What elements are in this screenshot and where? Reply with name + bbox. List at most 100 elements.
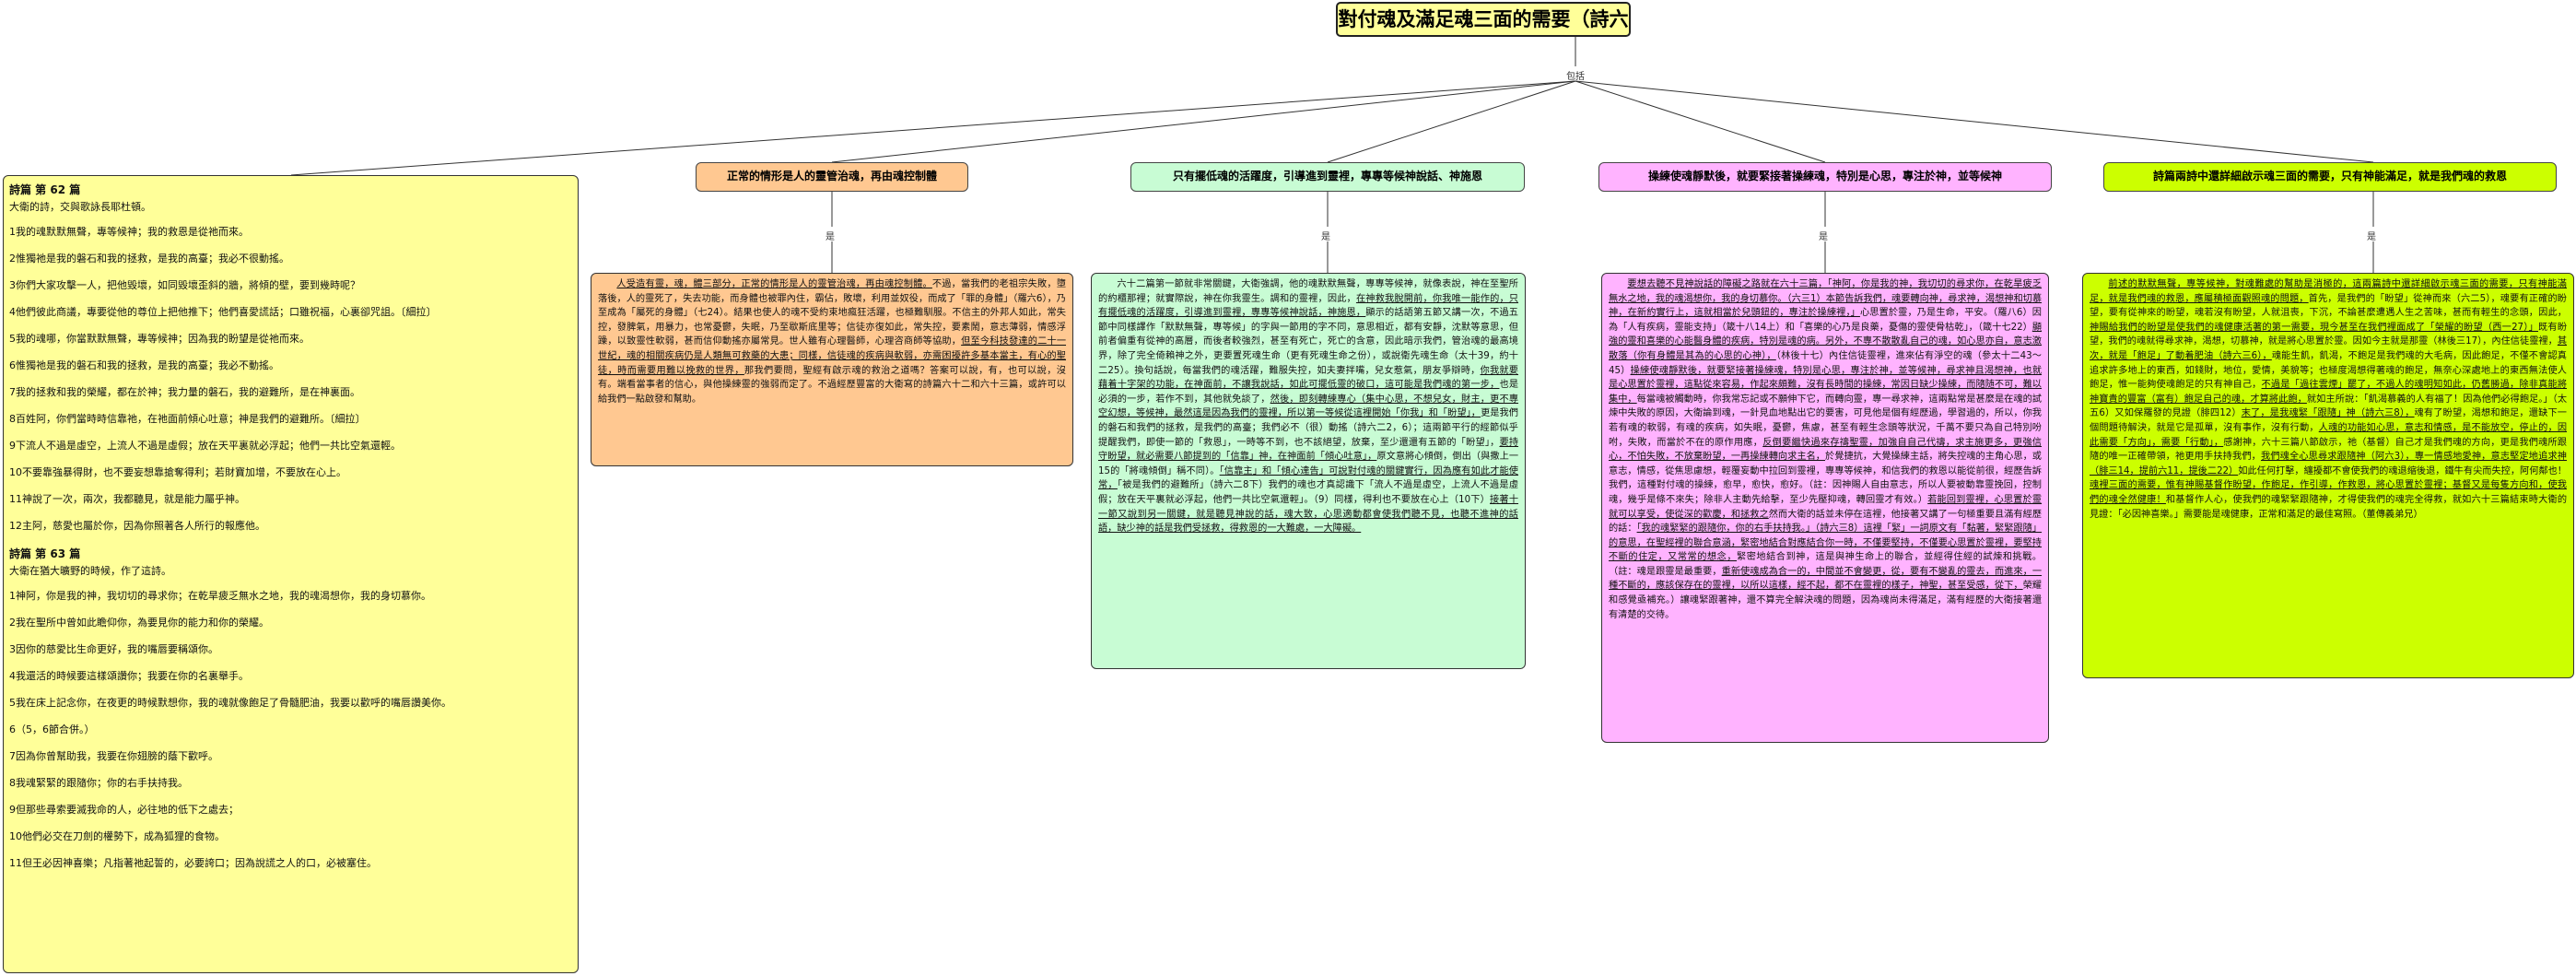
detail-segment: 那我們要問，聖經有啟示魂的救治之道嗎？答案可以說，有，也可以說，沒有。端看當事者… bbox=[598, 365, 1066, 405]
psalm-62-verses: 1我的魂默默無聲，專等候神；我的救恩是從祂而來。2惟獨祂是我的磐石和我的拯救，是… bbox=[9, 225, 572, 534]
detail-segment: 惟一能夠使魂飽足的只有神自己， bbox=[2118, 380, 2262, 391]
detail-segment: 不過，當我們的老祖宗失敗，墮落後，人的靈死了，失去功能，而身體也被罪內住，霸佔，… bbox=[598, 279, 1067, 347]
detail-segment: 於覺捷抗，大覺操練主話，將失控魂的主角心思，或意志，情感，從焦思慮想，輕覆妄動中… bbox=[1609, 452, 2042, 505]
psalm-verse: 7我的拯救和我的榮耀，都在於神；我力量的磐石，我的避難所，是在神裏面。 bbox=[9, 386, 360, 398]
detail-segment: 心思置於靈，乃是生命，平安。（羅八6）因為「人有疾病，靈能支持」（箴十八14上）… bbox=[1609, 308, 2042, 333]
detail-segment: 和基督作人心，使我們的魂緊緊跟隨神，才得使我們的魂完全得救，就如六十三篇結束時大… bbox=[2090, 494, 2568, 520]
detail-segment: 然而大衛的話並未停在這裡，他接著又講了一句極重要且滿有經歷的話： bbox=[1609, 509, 2043, 535]
link-to-topic-4 bbox=[1575, 80, 2374, 163]
detail-segment: 魂有了盼望，渴想和飽足，還缺下一個問題待解決，就是它是孤單，沒有事作，沒有行動， bbox=[2090, 408, 2567, 433]
topic-4-detail: 前述的默默無聲，專等候神，對魂難處的幫助是消極的，這兩篇詩中還詳細啟示魂三面的需… bbox=[2082, 273, 2574, 678]
root-title[interactable]: 對付魂及滿足魂三面的需要（詩六二，六三） bbox=[1336, 2, 1631, 37]
detail-segment: 六十二篇第一節就非常關鍵，大衛強調，他的魂默默無聲，專專等候神，就像表說，神在至… bbox=[1098, 279, 1518, 304]
detail-segment: 反倒要繼快過來存禱聖靈，加強自自己代禱，求主施更多，更強信心，不怕失敗，不放棄盼… bbox=[1609, 437, 2042, 463]
link-to-topic-1 bbox=[831, 80, 1576, 163]
topic-4-relation-label: 是 bbox=[2367, 232, 2376, 242]
detail-segment: 前述的默默無聲，專等候神，對魂難處的幫助是消極的，這兩篇詩中還詳細啟示魂三面的需… bbox=[2090, 279, 2567, 304]
detail-segment: 顯強的靈和喜樂的心能醫身體的疾病，特別是魂的病。另外，不專不散散亂自己的魂，如心… bbox=[1609, 322, 2042, 361]
psalm-verse: 12主阿，慈愛也屬於你，因為你照著各人所行的報應他。 bbox=[9, 520, 265, 532]
detail-segment: 讓魂緊跟著神，還不算完全解決魂的問題，因為魂尚未得滿足，滿有經歷的大衛接著還有清… bbox=[1609, 595, 2043, 620]
psalm-62-intro: 大衛的詩，交與歌詠長耶杜頓。 bbox=[9, 201, 151, 213]
detail-segment: 你我就要藉着十字架的功能，在神面前，不讓我說話，如此可擺低靈的破口，這可能是我們… bbox=[1098, 365, 1518, 391]
psalm-63-intro: 大衛在猶大曠野的時候，作了這詩。 bbox=[9, 565, 171, 577]
detail-segment: （註：魂是跟靈是最重要， bbox=[1609, 566, 1722, 577]
detail-segment: 原文意將心傾倒，倒出（與撒上一15的「將魂傾倒」稱不同）。 bbox=[1098, 452, 1518, 476]
detail-segment: 也是必須的一步，若作不到，其他就免談了， bbox=[1098, 380, 1519, 405]
topic-2-detail: 六十二篇第一節就非常關鍵，大衛強調，他的魂默默無聲，專專等候神，就像表說，神在至… bbox=[1091, 273, 1526, 669]
topic-2-relation-label: 是 bbox=[1321, 232, 1330, 242]
detail-segment: 神賜給我們的盼望是使我們的魂健康活著的第一需要，現今甚至在我們裡面成了「榮耀的盼… bbox=[2090, 322, 2538, 333]
detail-segment: 「被是我們的避難所」（詩六二8下）我們的魂也才真認識下「流人不過是虛空，上流人不… bbox=[1098, 480, 1519, 505]
topic-1-detail-text: 人受造有靈，魂，體三部分，正常的情形是人的靈管治魂，再由魂控制體。不過，當我們的… bbox=[591, 274, 1072, 410]
psalm-verse: 10不要靠強暴得財，也不要妄想靠搶奪得利；若財寶加增，不要放在心上。 bbox=[9, 466, 346, 478]
detail-segment: 這裡「緊」一詞原文有「黏著，緊緊跟隨」的意思，在聖經裡的聯合意涵，緊密地結合對應… bbox=[1609, 523, 2042, 563]
detail-segment: 緊密地結合到神，這是與神生命上的聯合，並經得住經的試煉和挑戰。 bbox=[1737, 552, 2042, 563]
psalm-verse: 9但那些尋索要滅我命的人，必往地的低下之處去； bbox=[9, 804, 239, 816]
topic-lower-soul[interactable]: 只有擺低魂的活躍度，引導進到靈裡，專專等候神說話、神施恩 bbox=[1130, 162, 1525, 192]
topic-exercise-soul[interactable]: 操練使魂靜默後，就要緊接著操練魂，特別是心思，專注於神，並等候神 bbox=[1598, 162, 2052, 192]
detail-segment: 既有盼望，我們的魂就得尋求神，渴想，切慕神，就是將心思置於靈。因如今主就是那靈（… bbox=[2090, 322, 2568, 347]
detail-segment: （林後十七）內住信徒靈裡，進來佔有淨空的魂（參太十二43～45） bbox=[1609, 350, 2042, 376]
psalm-text-box[interactable]: 詩篇 第 62 篇 大衛的詩，交與歌詠長耶杜頓。 1我的魂默默無聲，專等候神；我… bbox=[3, 175, 579, 973]
detail-segment: 其次，就是「飽足」了動着肥油（詩六三6）， bbox=[2090, 336, 2567, 361]
detail-segment: 更是我們的磐石和我們的拯救，是我們的高臺；我們必不（很）動搖（詩六二2，6）；這… bbox=[1098, 408, 1518, 448]
detail-segment: 人受造有靈，魂，體三部分，正常的情形是人的靈管治魂，再由魂控制體。 bbox=[616, 279, 932, 289]
detail-segment: 除非真能將神寶貴的豐富（富有）飽足自己的魂，才算將此飽， bbox=[2090, 380, 2568, 405]
psalm-verse: 9下流人不過是虛空，上流人不過是虛假；放在天平裏就必浮起；他們一共比空氣還輕。 bbox=[9, 440, 401, 452]
root-relation-label: 包括 bbox=[1566, 72, 1585, 82]
detail-segment: 但至今科技發達的二十一世紀，魂的相關疾病仍是人類無可救藥的大患；同樣，信徒魂的疾… bbox=[598, 336, 1067, 376]
detail-segment: 就如主所說：「飢渴慕義的人有福了！因為他們必得飽足。」（太五6）又如保羅發的見證… bbox=[2090, 394, 2568, 419]
psalm-verse: 5我在床上記念你，在夜更的時候默想你，我的魂就像飽足了骨髓肥油，我要以歡呼的嘴唇… bbox=[9, 697, 451, 709]
psalm-verse: 5我的魂哪，你當默默無聲，專等候神；因為我的盼望是從祂而來。 bbox=[9, 333, 310, 345]
psalm-verse: 4我還活的時候要這樣頌讚你；我要在你的名裏舉手。 bbox=[9, 670, 249, 682]
psalm-verse: 1我的魂默默無聲，專等候神；我的救恩是從祂而來。 bbox=[9, 226, 249, 238]
psalm-62-title: 詩篇 第 62 篇 bbox=[9, 183, 81, 196]
link-to-topic-2 bbox=[1327, 80, 1576, 163]
psalm-verse: 6（5，6節合併。） bbox=[9, 723, 95, 735]
psalm-verse: 4他們彼此商議，專要從他的尊位上把他推下；他們喜愛謊話；口雖祝福，心裏卻咒詛。〔… bbox=[9, 306, 437, 318]
detail-segment: 我們魂全心思尋求跟隨神（阿六3），專一情感地愛神，意志堅定地追求神（腓三14，提… bbox=[2090, 452, 2567, 476]
psalm-verse: 11神說了一次，兩次，我都聽見，就是能力屬乎神。 bbox=[9, 493, 245, 505]
psalm-verse: 1神阿，你是我的神，我切切的尋求你；在乾旱疲乏無水之地，我的魂渴想你，我的身切慕… bbox=[9, 590, 431, 602]
psalm-verse: 3你們大家攻擊一人，把他毀壞，如同毀壞歪斜的牆，將傾的壁，要到幾時呢？ bbox=[9, 279, 360, 291]
psalm-verse: 2我在聖所中曾如此瞻仰你，為要見你的能力和你的榮耀。 bbox=[9, 617, 269, 629]
detail-segment: 如此任何打擊，纏擾都不會使我們的魂退缩後退，鐵牛有尖而失控，阿何鄰也！ bbox=[2238, 465, 2567, 476]
detail-segment: 末了，是我魂緊「跟隨」神（詩六三8）， bbox=[2241, 408, 2415, 419]
topic-3-relation-label: 是 bbox=[1819, 232, 1828, 242]
detail-segment: 魂能生飢，飢渴，不飽足是我們魂的大毛病，因此飽足，不僅不會認真追求許多地上的東西… bbox=[2090, 350, 2567, 391]
detail-segment: 感謝神，六十三篇八節啟示，祂（基督）自己才是我們魂的方向，更是我們魂所跟隨的唯一… bbox=[2090, 437, 2567, 463]
topic-three-needs[interactable]: 詩篇兩詩中還詳細啟示魂三面的需要，只有神能滿足，就是我們魂的救恩 bbox=[2103, 162, 2557, 192]
topic-3-detail-text: 要想去聽不見神說話的障礙之路就在六十三篇，「神阿，你是我的神，我切切的尋求你，在… bbox=[1602, 274, 2048, 626]
psalm-verse: 11但王必因神喜樂；凡指著祂起誓的，必要誇口；因為說謊之人的口，必被塞住。 bbox=[9, 857, 377, 869]
psalm-63-title: 詩篇 第 63 篇 bbox=[9, 547, 81, 560]
detail-segment: 「信靠主」和「傾心達告」可說對付魂的關鍵實行，因為應有如此才能使常， bbox=[1098, 465, 1518, 491]
detail-segment: 顯示的話語第五節又講一次，不過五節中同樣譯作「默默無聲，專等候」的字與一節用的字… bbox=[1098, 308, 1518, 376]
link-to-topic-3 bbox=[1575, 80, 1826, 163]
detail-segment: 在神救我脫開前，你我唯一能作的，只有擺低魂的活躍度，引導進到靈裡，專專等候神說話… bbox=[1098, 293, 1519, 319]
detail-segment: 要想去聽不見神說話的障礙之路就在六十三篇，「神阿，你是我的神，我切切的尋求你，在… bbox=[1609, 279, 2043, 319]
detail-segment: 每當魂被觸動時，你我常忘記或不願伸下它，而轉向靈，專一尋求神，這兩點常是甚麼是在… bbox=[1609, 394, 2042, 448]
detail-segment: 要持守盼望，就必需要八節提到的「信靠」神，在神面前「傾心吐意」， bbox=[1098, 437, 1519, 463]
detail-segment: 操練使魂靜默後，就要緊接著操練魂，特別是心思，專注於神，並等候神，尋求神且渴想神… bbox=[1609, 365, 2043, 405]
detail-segment: 重新使魂成為合一的，中間並不會變更，從，要有不變亂的靈去，而進來，一種不斷的，應… bbox=[1609, 566, 2043, 592]
detail-segment: 榮耀和感覺亟補充。） bbox=[1609, 581, 2042, 606]
detail-segment: 若能回到靈裡，心思置於靈就可以享受，使從深的歡慶，和拯救之 bbox=[1609, 494, 2043, 520]
detail-segment: 「我的魂緊緊的跟隨你，你的右手扶持我。」（詩六三8） bbox=[1636, 523, 1864, 535]
detail-segment: 首先，是我們的「盼望」從神而來（六二5），魂要有正確的盼望，要有從神來的盼望，魂… bbox=[2090, 293, 2567, 319]
psalm-63-verses: 1神阿，你是我的神，我切切的尋求你；在乾旱疲乏無水之地，我的魂渴想你，我的身切慕… bbox=[9, 589, 572, 871]
psalm-verse: 10他們必交在刀劍的權勢下，成為狐狸的食物。 bbox=[9, 830, 225, 842]
psalm-verse: 8我魂緊緊的跟隨你；你的右手扶持我。 bbox=[9, 777, 188, 789]
topic-normal-order[interactable]: 正常的情形是人的靈管治魂，再由魂控制體 bbox=[696, 162, 968, 192]
psalm-verse: 8百姓阿，你們當時時信靠祂，在祂面前傾心吐意；神是我們的避難所。〔細拉〕 bbox=[9, 413, 366, 425]
topic-4-detail-text: 前述的默默無聲，專等候神，對魂難處的幫助是消極的，這兩篇詩中還詳細啟示魂三面的需… bbox=[2083, 274, 2573, 525]
topic-2-detail-text: 六十二篇第一節就非常關鍵，大衛強調，他的魂默默無聲，專專等候神，就像表說，神在至… bbox=[1092, 274, 1525, 540]
topic-3-detail: 要想去聽不見神說話的障礙之路就在六十三篇，「神阿，你是我的神，我切切的尋求你，在… bbox=[1601, 273, 2049, 743]
detail-segment: 然後，即刻轉練專心（集中心思，不想兒女，財主，更不專空幻想，等候神，最然這是因為… bbox=[1098, 394, 1519, 419]
psalm-verse: 6惟獨祂是我的磐石和我的拯救，是我的高臺；我必不動搖。 bbox=[9, 359, 279, 371]
detail-segment: 接著十一節又說到另一關鍵，就是聽見神說的話，魂大致，心思適動都會使我們聽不見，也… bbox=[1098, 494, 1519, 535]
topic-1-detail: 人受造有靈，魂，體三部分，正常的情形是人的靈管治魂，再由魂控制體。不過，當我們的… bbox=[591, 273, 1073, 466]
detail-segment: 魂裡三面的需要，惟有神賜基督作盼望，作飽足，作引導，作救恩，將心思置於靈裡；基督… bbox=[2090, 480, 2567, 505]
detail-segment: 需要能是魂健康，正常和滿足的最佳寫照。（董傳義弟兄） bbox=[2183, 509, 2423, 520]
